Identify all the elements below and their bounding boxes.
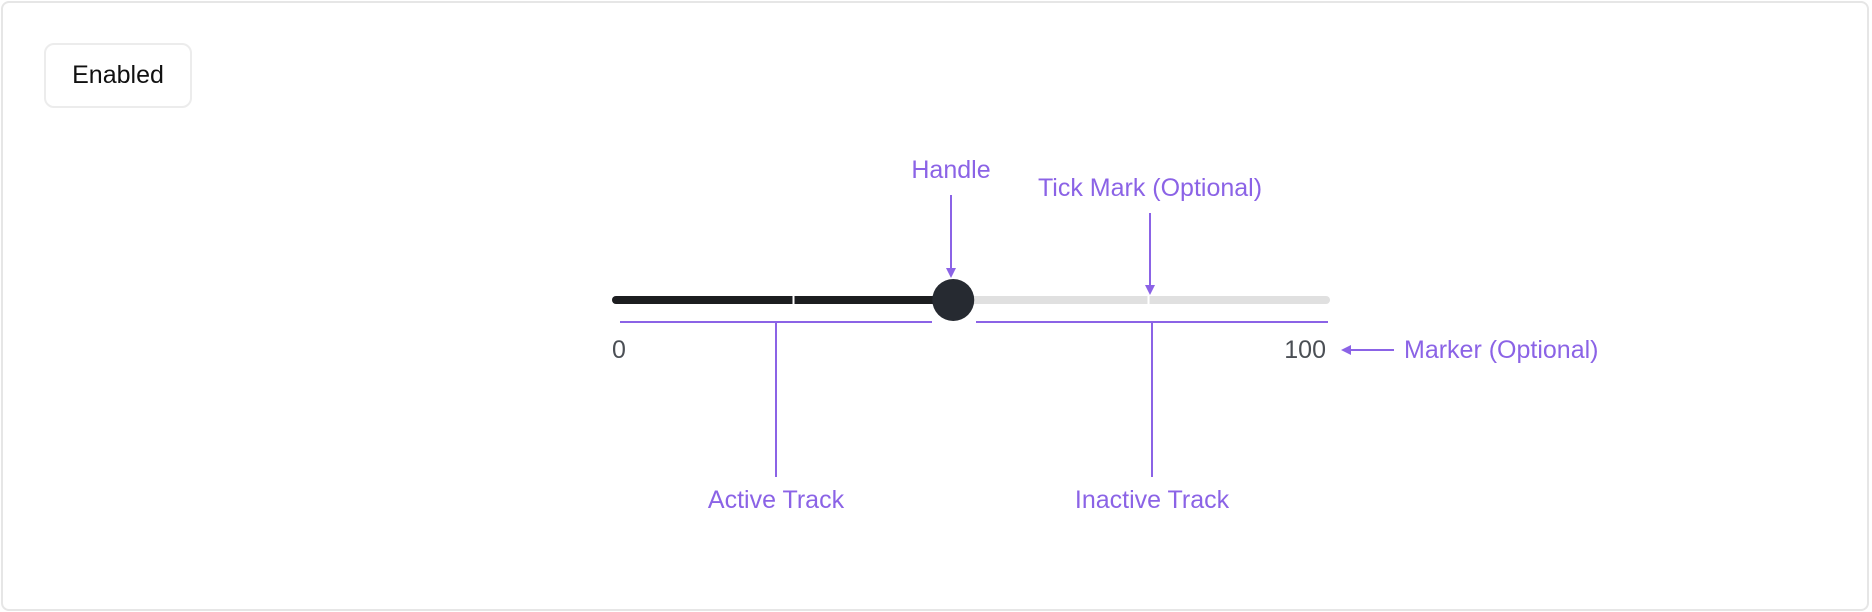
active-track-annotation: Active Track xyxy=(708,486,845,514)
handle-annotation: Handle xyxy=(911,156,990,184)
slider-handle[interactable] xyxy=(932,279,975,321)
marker-annotation: Marker (Optional) xyxy=(1404,336,1599,364)
tick-mark-annotation: Tick Mark (Optional) xyxy=(1038,174,1262,202)
inactive-track-annotation: Inactive Track xyxy=(1075,486,1230,514)
max-marker-label: 100 xyxy=(1284,336,1326,364)
slider[interactable] xyxy=(612,279,1330,321)
state-label: Enabled xyxy=(44,43,192,108)
min-marker-label: 0 xyxy=(612,336,626,364)
